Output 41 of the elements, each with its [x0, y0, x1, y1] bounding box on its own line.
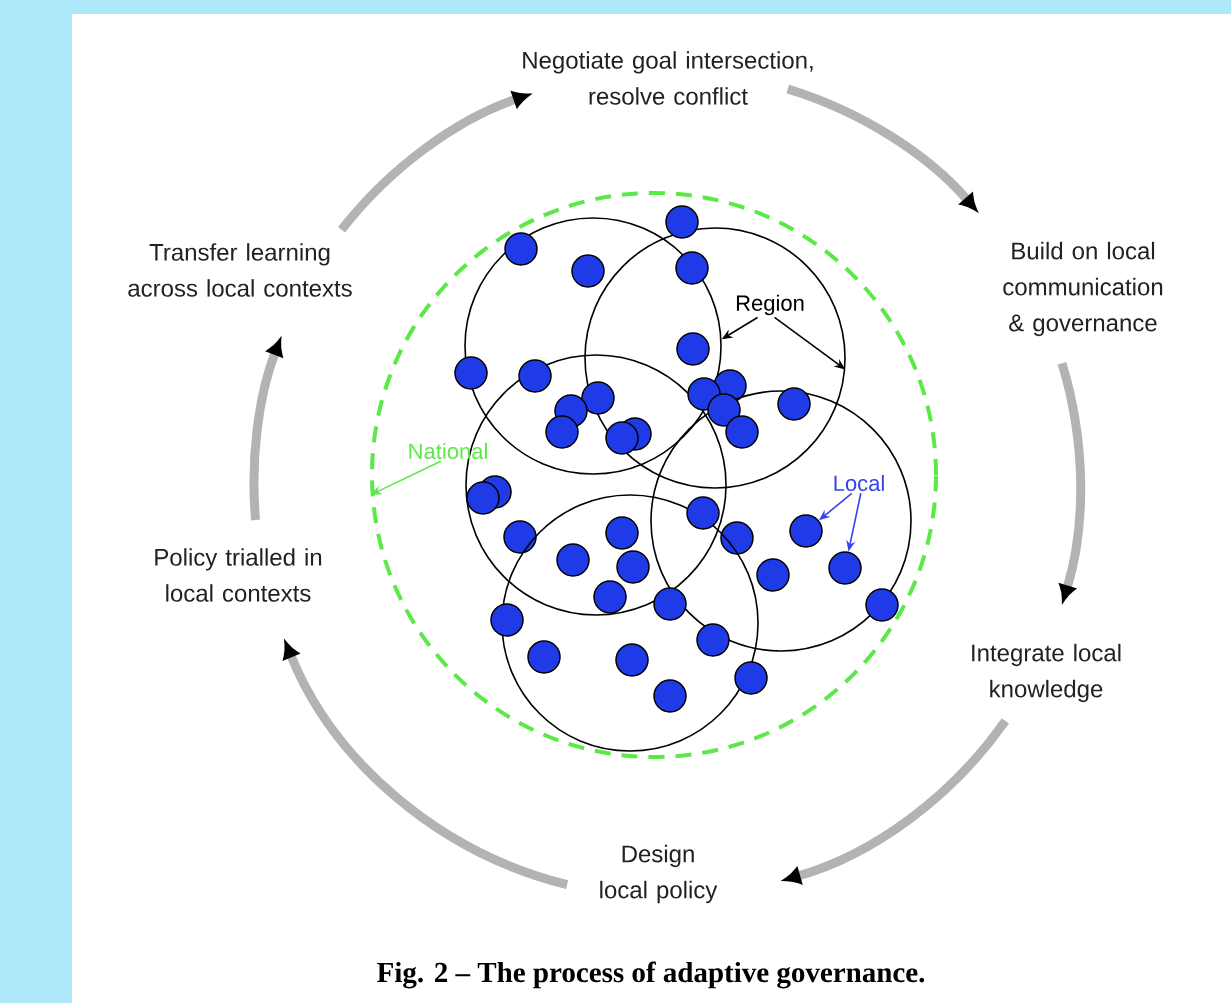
dot: [756, 558, 790, 592]
stage-label: Transfer learning across local contexts: [128, 243, 352, 297]
stage-label: Policy trialled in local contexts: [155, 548, 322, 602]
callout-label: Region: [736, 294, 804, 316]
dot: [676, 332, 710, 366]
dot: [556, 543, 590, 577]
dot: [720, 521, 754, 555]
dot: [616, 550, 650, 584]
dot: [734, 661, 768, 695]
dot: [789, 514, 823, 548]
dot: [828, 551, 862, 585]
cycle-arrow: [786, 84, 977, 211]
cycle-arrow: [249, 339, 283, 521]
dot: [504, 232, 538, 266]
dot: [675, 251, 709, 285]
stage-label: Integrate local knowledge: [972, 643, 1121, 703]
caption: Fig. 2 – The process of adaptive governance.: [377, 961, 925, 989]
dot: [777, 387, 811, 421]
dot: [503, 520, 537, 554]
dot: [865, 588, 899, 622]
stage-label: Design local policy: [600, 844, 718, 904]
dot: [653, 587, 687, 621]
dot: [571, 254, 605, 288]
dot: [593, 580, 627, 614]
dot: [653, 679, 687, 713]
dot: [605, 516, 639, 550]
dot: [696, 623, 730, 657]
stage-label: Negotiate goal intersection, resolve conflict: [523, 51, 813, 105]
dot: [581, 381, 615, 415]
dot: [454, 356, 488, 390]
dot: [518, 359, 552, 393]
callout-label: Local: [834, 474, 884, 492]
dot: [707, 393, 741, 427]
dot: [615, 643, 649, 677]
dot: [605, 421, 639, 455]
dot: [490, 603, 524, 637]
dot: [725, 415, 759, 449]
dot: [686, 496, 720, 530]
stage-label: Build on local communication & governance: [1003, 241, 1163, 337]
dot: [545, 415, 579, 449]
dot: [665, 205, 699, 239]
